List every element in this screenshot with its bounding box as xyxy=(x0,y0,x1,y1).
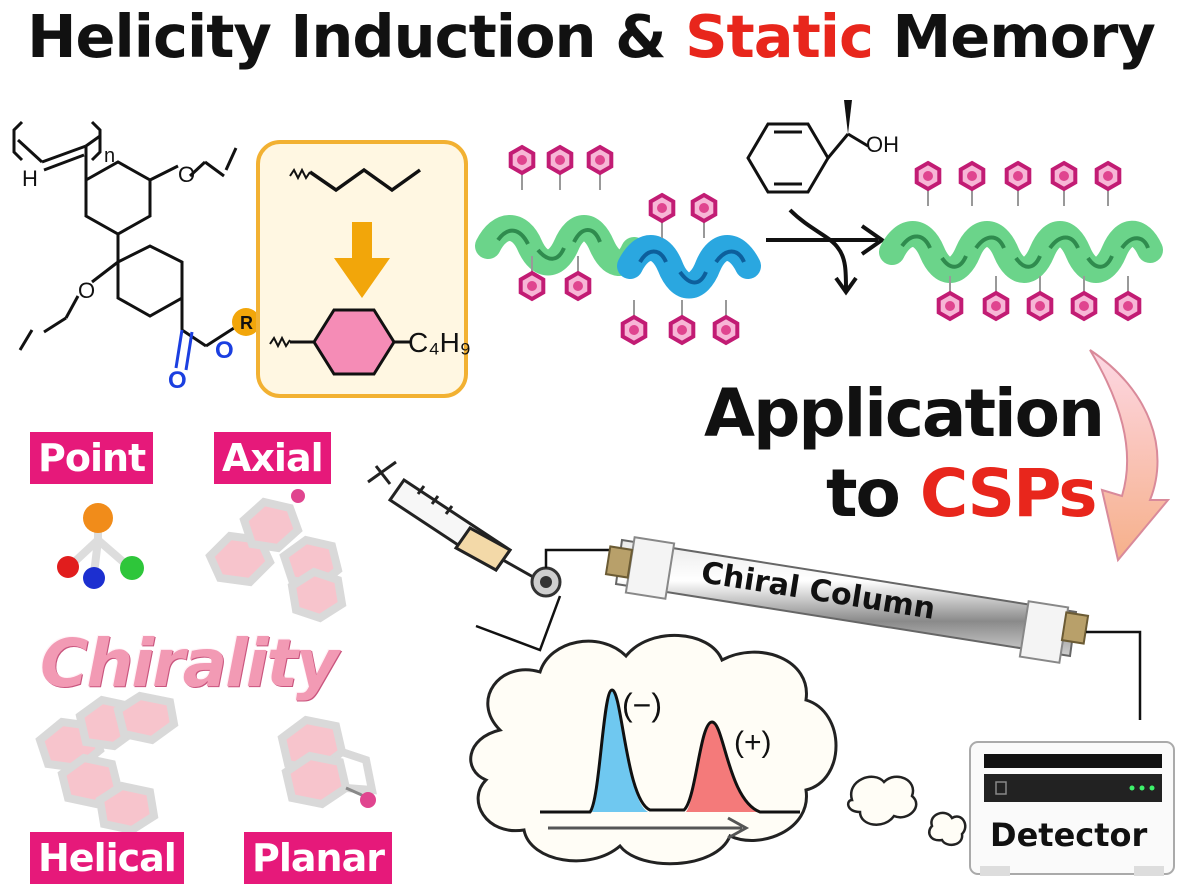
down-arrow-icon xyxy=(334,222,390,298)
induced-helix xyxy=(879,161,1163,321)
peak-plus xyxy=(686,722,758,812)
butyl-chain xyxy=(309,167,422,193)
page-title: Helicity Induction & Static Memory xyxy=(27,2,1156,71)
r-badge-label: R xyxy=(240,313,253,333)
curved-arrow-icon xyxy=(1089,349,1171,563)
label-point: Point xyxy=(30,432,154,484)
planar-chirality-model xyxy=(277,715,377,809)
ester-oxygen: O xyxy=(215,337,234,364)
point-chirality-model xyxy=(57,503,144,589)
polymer-structure xyxy=(12,120,238,351)
peak-plus-label: (+) xyxy=(734,726,772,759)
peak-minus xyxy=(592,690,648,812)
hydrogen-label: H xyxy=(22,166,38,191)
tube-in xyxy=(544,548,620,568)
syringe-icon xyxy=(367,460,543,584)
r-badge xyxy=(232,308,260,336)
ether-oxygen-lower: O xyxy=(78,278,95,303)
peak-minus-label: (−) xyxy=(622,687,662,723)
tube-out xyxy=(1086,630,1142,720)
chirality-heading: Chirality xyxy=(40,625,339,702)
label-helical: Helical xyxy=(30,832,184,884)
tube-waste xyxy=(475,595,562,652)
butyl-formula: C₄H₉ xyxy=(408,327,471,358)
hydroxyl-label: OH xyxy=(866,132,899,157)
chromatogram-trace xyxy=(540,688,800,814)
helical-chirality-model xyxy=(35,691,179,835)
label-planar: Planar xyxy=(244,832,392,884)
application-line1: Application xyxy=(704,375,1105,452)
axial-chirality-model xyxy=(205,489,347,623)
mixed-helix xyxy=(475,145,761,345)
chromatogram-cloud: (−) (+) xyxy=(469,634,967,866)
reaction-arrow xyxy=(766,208,886,296)
ether-oxygen-upper: O xyxy=(178,162,195,187)
application-line2: to CSPs xyxy=(826,455,1098,532)
label-axial: Axial xyxy=(214,432,331,484)
carbonyl-oxygen: O xyxy=(168,367,187,394)
detector-label: Detector xyxy=(990,816,1148,854)
repeat-n-label: n xyxy=(104,145,115,167)
injector-valve xyxy=(530,566,562,598)
detector-box: Detector xyxy=(969,741,1175,876)
phenylethanol-structure xyxy=(746,122,869,194)
carbonyl-group xyxy=(174,329,194,371)
